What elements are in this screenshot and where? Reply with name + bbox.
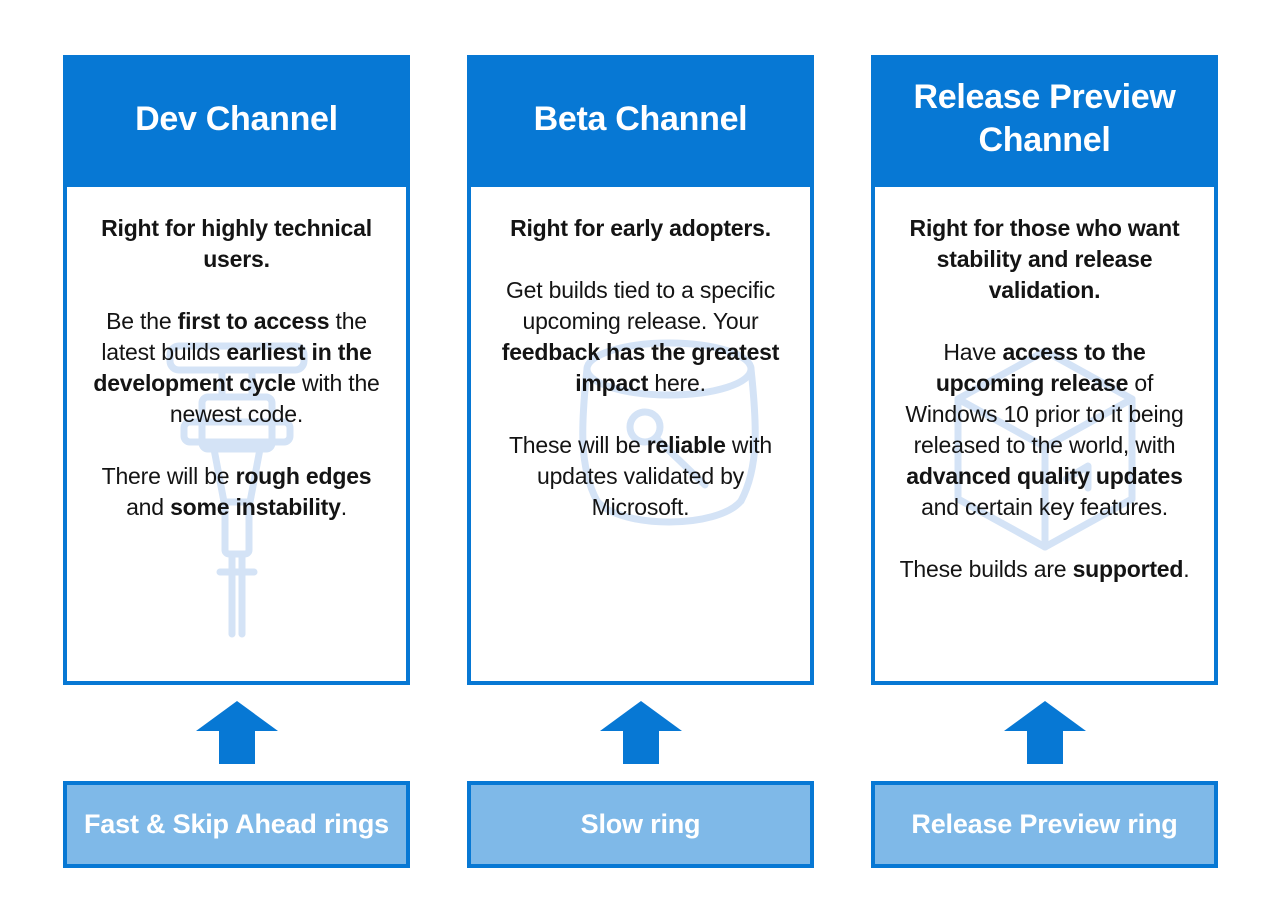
- channel-paragraph: These builds are supported.: [899, 556, 1190, 582]
- channel-body: Right for early adopters. Get builds tied…: [467, 183, 814, 685]
- channel-paragraph: Right for highly technical users.: [101, 215, 372, 272]
- channel-column: Dev Channel Right for highly technical u…: [63, 55, 410, 868]
- ring-box: Slow ring: [467, 781, 814, 868]
- ring-label: Release Preview ring: [911, 809, 1178, 839]
- channel-title: Release Preview Channel: [913, 78, 1176, 159]
- channel-column: Release Preview Channel Right for those …: [871, 55, 1218, 868]
- up-arrow-icon: [599, 701, 682, 764]
- up-arrow-icon: [195, 701, 278, 764]
- channel-header: Dev Channel: [63, 55, 410, 183]
- channel-title: Dev Channel: [135, 99, 338, 138]
- channel-paragraph: Get builds tied to a specific upcoming r…: [501, 277, 780, 396]
- ring-box: Fast & Skip Ahead rings: [63, 781, 410, 868]
- channel-paragraph: Right for those who want stability and r…: [909, 215, 1180, 303]
- ring-label: Slow ring: [580, 809, 701, 839]
- up-arrow-icon: [1003, 701, 1086, 764]
- ring-label: Fast & Skip Ahead rings: [84, 809, 389, 839]
- channel-paragraph: There will be rough edges and some insta…: [101, 463, 372, 520]
- channel-column: Beta Channel Right for early adopters. Ge…: [467, 55, 814, 868]
- channel-title: Beta Channel: [533, 99, 748, 138]
- channel-paragraph: These will be reliable with updates vali…: [508, 432, 773, 520]
- columns-row: Dev Channel Right for highly technical u…: [63, 55, 1218, 868]
- channel-paragraphs: Right for those who want stability and r…: [875, 187, 1214, 585]
- channel-body: Right for highly technical users. Be the …: [63, 183, 410, 685]
- channel-body: Right for those who want stability and r…: [871, 183, 1218, 685]
- channel-paragraphs: Right for early adopters. Get builds tied…: [471, 187, 810, 523]
- ring-box: Release Preview ring: [871, 781, 1218, 868]
- channel-header: Beta Channel: [467, 55, 814, 183]
- channel-header: Release Preview Channel: [871, 55, 1218, 183]
- channel-paragraph: Right for early adopters.: [510, 215, 771, 241]
- channel-paragraphs: Right for highly technical users. Be the …: [67, 187, 406, 523]
- channel-paragraph: Have access to the upcoming release of W…: [905, 339, 1184, 520]
- channel-paragraph: Be the first to access the latest builds…: [93, 308, 380, 427]
